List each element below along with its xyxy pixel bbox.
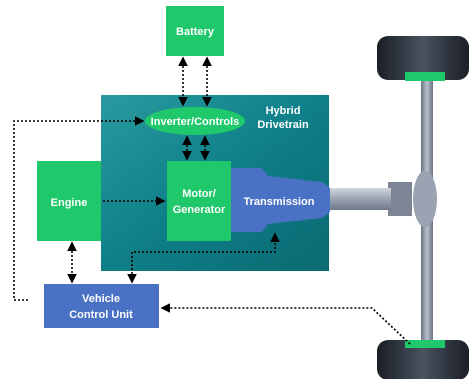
motor-generator-box	[167, 161, 231, 241]
hybrid-drivetrain-title-line2: Drivetrain	[257, 119, 309, 131]
wheel-axle-assembly	[377, 36, 469, 379]
differential	[413, 171, 437, 227]
top-wheel-hub	[405, 72, 445, 81]
engine-label: Engine	[51, 197, 88, 209]
vcu-to-transmission-link	[127, 232, 280, 284]
engine-box	[37, 161, 101, 241]
bottom-tire	[377, 340, 469, 379]
vehicle-control-unit-box	[44, 284, 159, 328]
vcu-to-inverter-link	[13, 116, 145, 301]
signal-connectors	[13, 56, 411, 345]
drive-shaft	[327, 188, 391, 210]
transmission-housing	[231, 168, 330, 232]
battery-label: Battery	[176, 26, 215, 38]
differential-housing	[388, 182, 412, 216]
vehicle-control-unit-label-line2: Control Unit	[69, 309, 133, 321]
battery-box	[166, 6, 224, 56]
hybrid-drivetrain-title-line1: Hybrid	[266, 105, 301, 117]
bottom-wheel-hub	[405, 340, 445, 348]
inverter-controls-label: Inverter/Controls	[151, 116, 240, 128]
motor-generator-label-line1: Motor/	[182, 188, 216, 200]
wheel-sensor-to-vcu-link	[160, 303, 411, 345]
transmission-label: Transmission	[244, 196, 315, 208]
vehicle-control-unit-label-line1: Vehicle	[82, 293, 120, 305]
top-tire	[377, 36, 469, 80]
motor-generator-label-line2: Generator	[173, 204, 226, 216]
inverter-controls-ellipse	[145, 107, 245, 135]
